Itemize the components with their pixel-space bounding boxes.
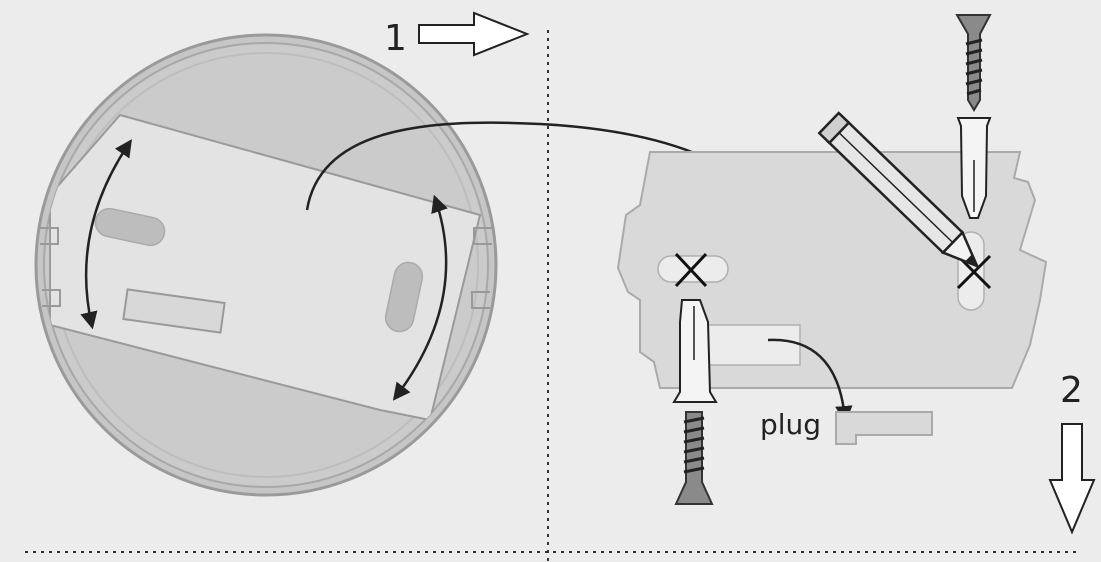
plug-cutout [707,324,801,366]
curved-arrow-icon [80,139,132,330]
curved-arrow-icon [767,338,853,424]
plug-piece [835,411,933,445]
plug-label: plug [760,408,821,441]
step-1-number: 1 [384,18,407,59]
pencil-icon [817,111,980,269]
down-arrow-icon [1048,423,1096,535]
screw-icon [955,14,992,112]
curved-arrow-icon [392,194,448,401]
screw-icon [674,411,714,505]
wall-plug-icon [956,117,992,219]
step-2-number: 2 [1060,370,1083,411]
right-arrow-icon [418,11,530,57]
wall-plug-icon [672,299,718,403]
cross-mark-icon [674,252,708,288]
detector-base [34,33,498,497]
